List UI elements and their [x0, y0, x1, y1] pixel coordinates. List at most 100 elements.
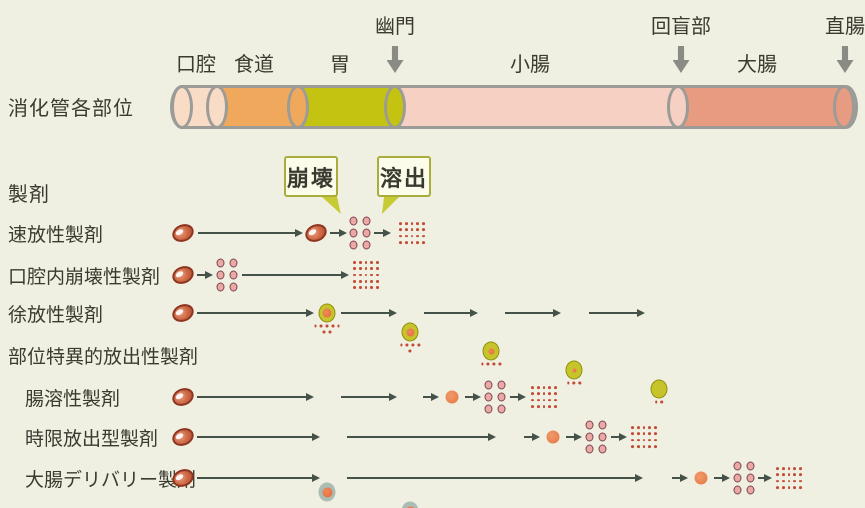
segment-label: 口腔	[176, 52, 216, 76]
drug-core-icon	[405, 506, 415, 508]
powder-dot	[322, 330, 326, 334]
powder-dots-icon	[531, 386, 557, 408]
tube-ring	[206, 85, 228, 129]
powder-dot	[370, 261, 374, 264]
sustained-release-bead-icon	[480, 341, 502, 366]
tablet-highlight	[174, 391, 184, 400]
powder-dot	[648, 445, 652, 448]
powder-dot	[554, 392, 557, 396]
flow-arrow-head	[619, 433, 627, 441]
flow-arrow-head	[553, 309, 561, 317]
granule	[585, 432, 594, 442]
flow-arrow-line	[330, 232, 341, 234]
coated-bead-icon	[401, 501, 419, 508]
flow-arrow-head	[389, 393, 397, 401]
flow-arrow-head	[339, 229, 347, 237]
powder-dot	[793, 467, 797, 470]
callout-disintegration: 崩壊	[284, 156, 338, 197]
flow-arrow	[505, 308, 561, 318]
tablet-icon-wrap	[169, 384, 197, 410]
granule	[349, 228, 358, 238]
flow-arrow-line	[423, 396, 433, 398]
powder-dot	[648, 432, 652, 436]
flow-arrow-head	[341, 271, 349, 279]
granule	[362, 216, 371, 226]
tablet-icon-wrap	[169, 300, 197, 326]
powder-dot	[422, 234, 425, 238]
released-dots-icon	[399, 343, 421, 353]
flow-arrow-line	[510, 396, 520, 398]
granule	[484, 404, 493, 414]
granule	[216, 258, 225, 268]
pointer-label: 回盲部	[651, 14, 711, 38]
powder-dot	[542, 398, 546, 402]
powder-dot	[331, 324, 335, 328]
powder-dots-icon	[353, 261, 379, 289]
powder-dot	[358, 267, 362, 271]
sustained-release-bead-icon	[650, 379, 668, 404]
sustained-release-bead-icon	[314, 303, 340, 334]
powder-dot	[364, 273, 368, 277]
powder-dot	[358, 286, 362, 289]
flow-arrow-head	[312, 433, 320, 441]
powder-dot	[399, 241, 402, 244]
powder-dot	[337, 324, 340, 328]
powder-dot	[399, 343, 403, 347]
flow-arrow-head	[431, 393, 439, 401]
released-dots-row	[399, 343, 421, 347]
drug-ball-icon	[445, 390, 459, 404]
flow-arrow-head	[312, 474, 320, 482]
tablet-icon	[169, 262, 197, 288]
powder-dot	[554, 398, 557, 402]
tablet-icon-wrap	[169, 262, 197, 288]
powder-dot	[787, 467, 791, 470]
powder-dot	[536, 392, 540, 396]
powder-dot	[408, 349, 412, 353]
granule	[229, 270, 238, 280]
granule	[497, 404, 506, 414]
granule	[746, 461, 755, 471]
powder-dot	[548, 398, 552, 402]
powder-dot	[498, 362, 502, 366]
powder-dot	[325, 324, 329, 328]
granule	[349, 240, 358, 250]
powder-dot	[572, 381, 576, 385]
flow-arrow	[510, 392, 526, 402]
row-label: 腸溶性製剤	[25, 388, 121, 410]
powder-dot	[416, 234, 420, 238]
powder-dot	[654, 426, 657, 429]
powder-dot	[404, 234, 408, 238]
flow-arrow-head	[383, 229, 391, 237]
released-dots-icon	[654, 400, 664, 404]
released-dots-icon	[480, 362, 502, 366]
tablet-icon	[169, 300, 197, 326]
powder-dot	[417, 343, 421, 347]
tube-ring	[384, 85, 406, 129]
tube-segment-小腸	[395, 88, 681, 126]
granule	[733, 473, 742, 483]
powder-dot	[404, 222, 408, 225]
powder-dot	[399, 234, 402, 238]
powder-dots-icon	[776, 467, 802, 489]
flow-arrow	[611, 432, 627, 442]
flow-arrow-head	[637, 309, 645, 317]
flow-arrow-line	[424, 312, 472, 314]
flow-arrow-head	[722, 474, 730, 482]
tube-ring	[667, 85, 689, 129]
drug-ball-icon	[694, 471, 708, 485]
flow-arrow	[465, 392, 481, 402]
drug-core-icon	[322, 487, 332, 497]
powder-dot	[793, 486, 797, 489]
tablet-icon	[169, 424, 197, 450]
granule	[229, 258, 238, 268]
flow-arrow-line	[242, 274, 343, 276]
powder-dot	[636, 426, 640, 429]
granules-icon	[216, 258, 238, 292]
tablet-highlight	[174, 472, 184, 481]
flow-arrow-head	[473, 393, 481, 401]
powder-dot	[353, 279, 356, 283]
pointer-label: 幽門	[375, 14, 415, 38]
row-label: 速放性製剤	[8, 224, 104, 246]
powder-dot	[636, 445, 640, 448]
